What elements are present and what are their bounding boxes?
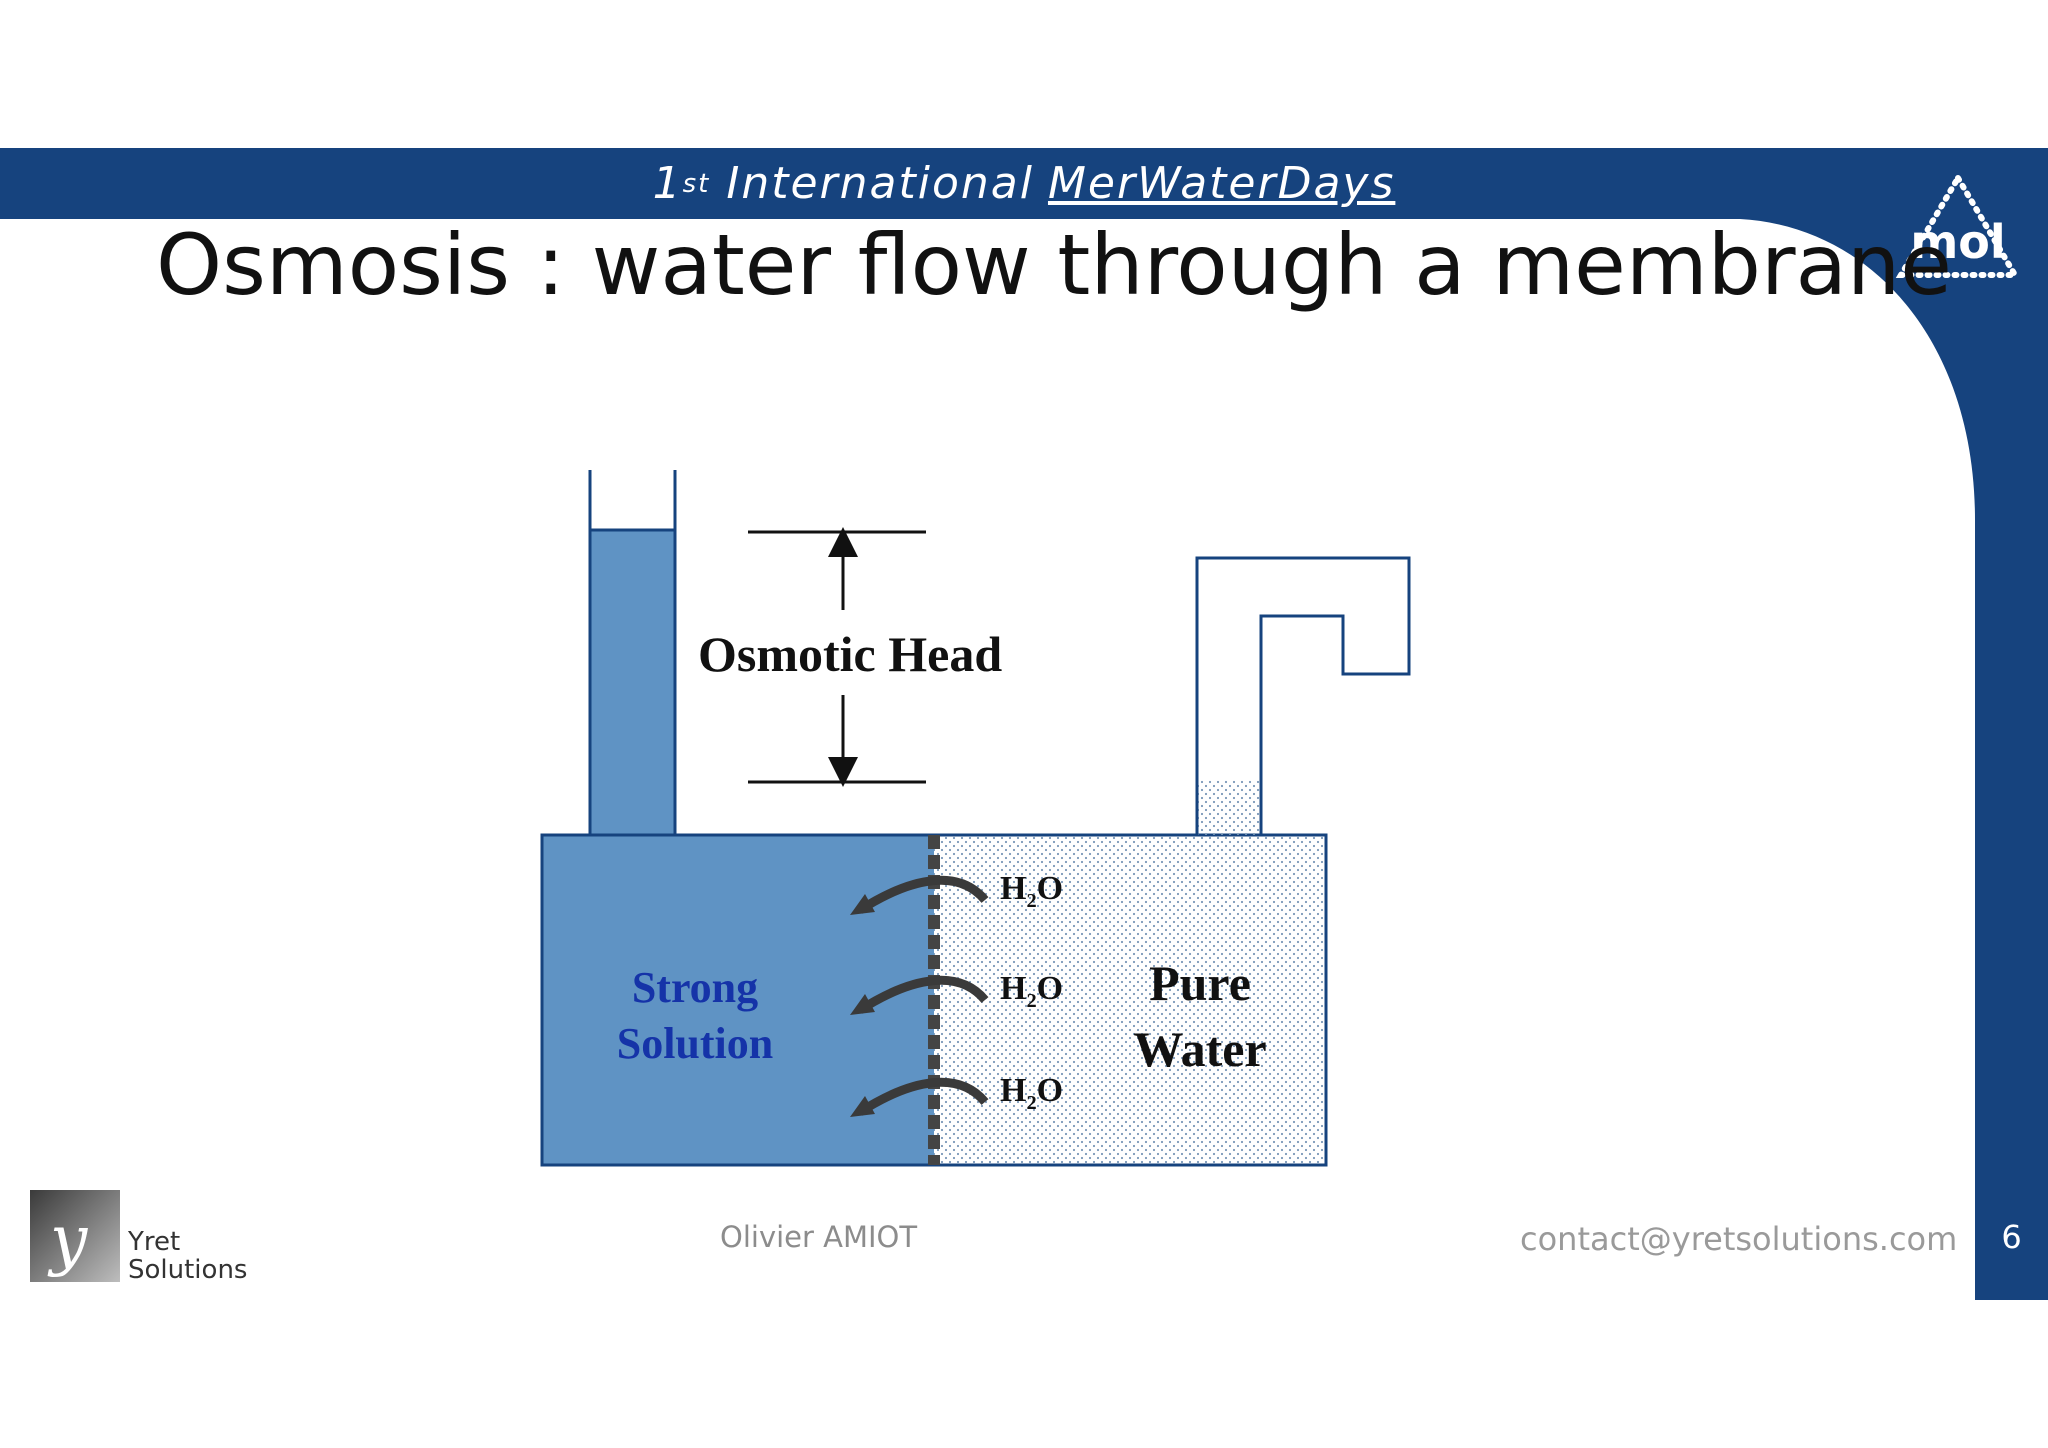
pure-water-label: Pure Water bbox=[1100, 950, 1300, 1082]
event-ordinal-suffix: st bbox=[682, 168, 711, 199]
strong-solution-line1: Strong bbox=[631, 963, 759, 1012]
event-word: International bbox=[726, 158, 1034, 209]
flow-arrow-1-head bbox=[850, 894, 875, 915]
footer-company-line2: Solutions bbox=[128, 1255, 248, 1285]
header-band bbox=[0, 148, 2048, 219]
flow-arrow-2-head bbox=[850, 994, 875, 1015]
right-tube-water bbox=[1197, 780, 1261, 835]
footer-author: Olivier AMIOT bbox=[720, 1220, 918, 1254]
strong-solution-line2: Solution bbox=[616, 1019, 774, 1068]
yret-logo-icon: y bbox=[30, 1190, 120, 1282]
pure-water-area bbox=[934, 835, 1326, 1165]
flow-arrow-3-head bbox=[850, 1096, 875, 1117]
event-name: MerWaterDays bbox=[1047, 158, 1396, 209]
flow-arrows bbox=[850, 875, 989, 1117]
h2o-label-1: H2O bbox=[1000, 870, 1064, 912]
slide-title: Osmosis : water flow through a membrane bbox=[156, 216, 1952, 314]
page-number: 6 bbox=[2001, 1218, 2022, 1256]
footer-contact: contact@yretsolutions.com bbox=[1520, 1220, 1958, 1258]
right-tube-outline bbox=[1195, 556, 1411, 835]
event-ordinal: 1 bbox=[652, 158, 683, 209]
osmotic-head-label: Osmotic Head bbox=[692, 625, 1009, 683]
h2o-label-2: H2O bbox=[1000, 970, 1064, 1012]
tube-solution-column bbox=[588, 528, 677, 837]
osmosis-diagram-graphic bbox=[540, 470, 1411, 1167]
strong-solution-label: Strong Solution bbox=[580, 960, 810, 1072]
h2o-label-3: H2O bbox=[1000, 1072, 1064, 1114]
flow-arrow-3 bbox=[857, 1077, 989, 1116]
pure-water-line2: Water bbox=[1133, 1021, 1267, 1077]
yret-logo-letter: y bbox=[47, 1201, 88, 1278]
flow-arrow-1 bbox=[857, 875, 989, 914]
mol-logo-icon: mol bbox=[1895, 172, 2021, 278]
pure-water-line1: Pure bbox=[1149, 955, 1251, 1011]
osmosis-diagram: Osmotic Head Strong Solution Pure Water … bbox=[520, 460, 1440, 1185]
mol-logo-text: mol bbox=[1910, 215, 2005, 269]
footer-company-line1: Yret bbox=[128, 1227, 181, 1257]
footer-company: Yret Solutions bbox=[128, 1228, 247, 1284]
flow-arrow-2 bbox=[857, 975, 989, 1014]
